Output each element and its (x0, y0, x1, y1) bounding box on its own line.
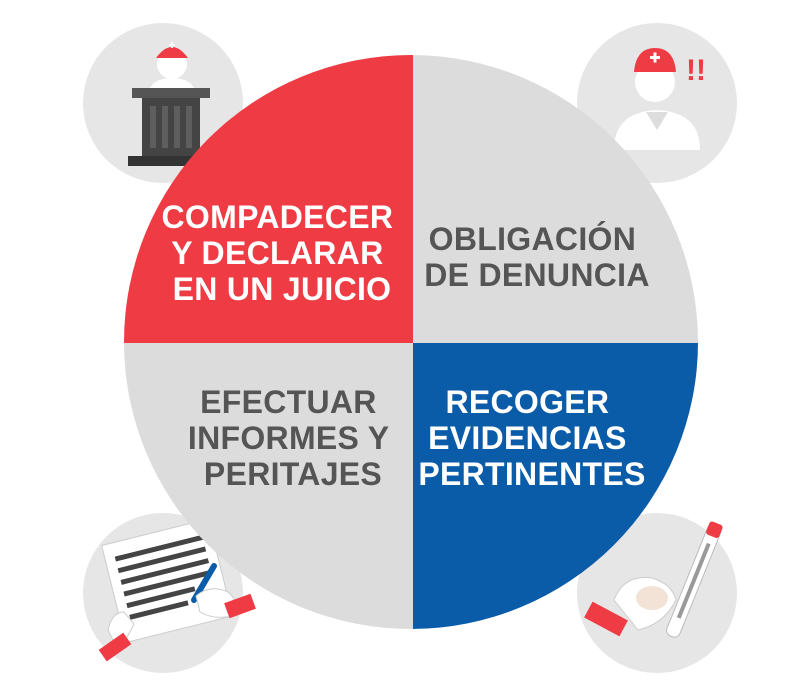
quadrant-top-left-text: COMPADECER Y DECLARAR EN UN JUICIO (162, 199, 403, 307)
quadrant-bottom-right-line: PERTINENTES (418, 456, 645, 492)
quadrant-bottom-right-line: RECOGER (445, 384, 609, 420)
svg-text:RECOGER EVIDENCIAS: RECOGER EVIDENCIAS PERTINENTES (418, 384, 645, 492)
svg-text:EFECTUAR INFORMES Y: EFECTUAR INFORMES Y PERITAJES (188, 384, 398, 492)
quadrant-top-left-line: COMPADECER (162, 199, 394, 235)
quadrant-top-left-line: Y DECLARAR (171, 235, 383, 271)
quadrant-bottom-left-line: PERITAJES (204, 456, 382, 492)
quadrant-bottom-right-line: EVIDENCIAS (428, 420, 627, 456)
quadrant-top-right-text: OBLIGACIÓN DE DENUNCIA (424, 221, 650, 293)
hand-writing-document-icon (83, 513, 256, 673)
quadrant-top-left-line: EN UN JUICIO (173, 271, 392, 307)
doctor-at-podium-icon (83, 23, 243, 183)
svg-text:COMPADECER Y DECLARAR: COMPADECER Y DECLARAR EN UN JUICIO (162, 199, 403, 307)
quadrant-top-right-line: DE DENUNCIA (424, 257, 650, 293)
quadrant-bottom-left-line: INFORMES Y (188, 420, 389, 456)
hand-holding-swab-icon (577, 513, 737, 673)
quadrant-bottom-right-text: RECOGER EVIDENCIAS PERTINENTES (418, 384, 645, 492)
alert-marks: !! (686, 54, 706, 87)
quadrant-bottom-left-line: EFECTUAR (200, 384, 377, 420)
quadrant-bottom-left-text: EFECTUAR INFORMES Y PERITAJES (188, 384, 398, 492)
quadrant-top-right-line: OBLIGACIÓN (429, 221, 636, 257)
svg-text:OBLIGACIÓN DE DENUNCIA: OBLIGACIÓN DE DENUNCIA (424, 221, 650, 293)
